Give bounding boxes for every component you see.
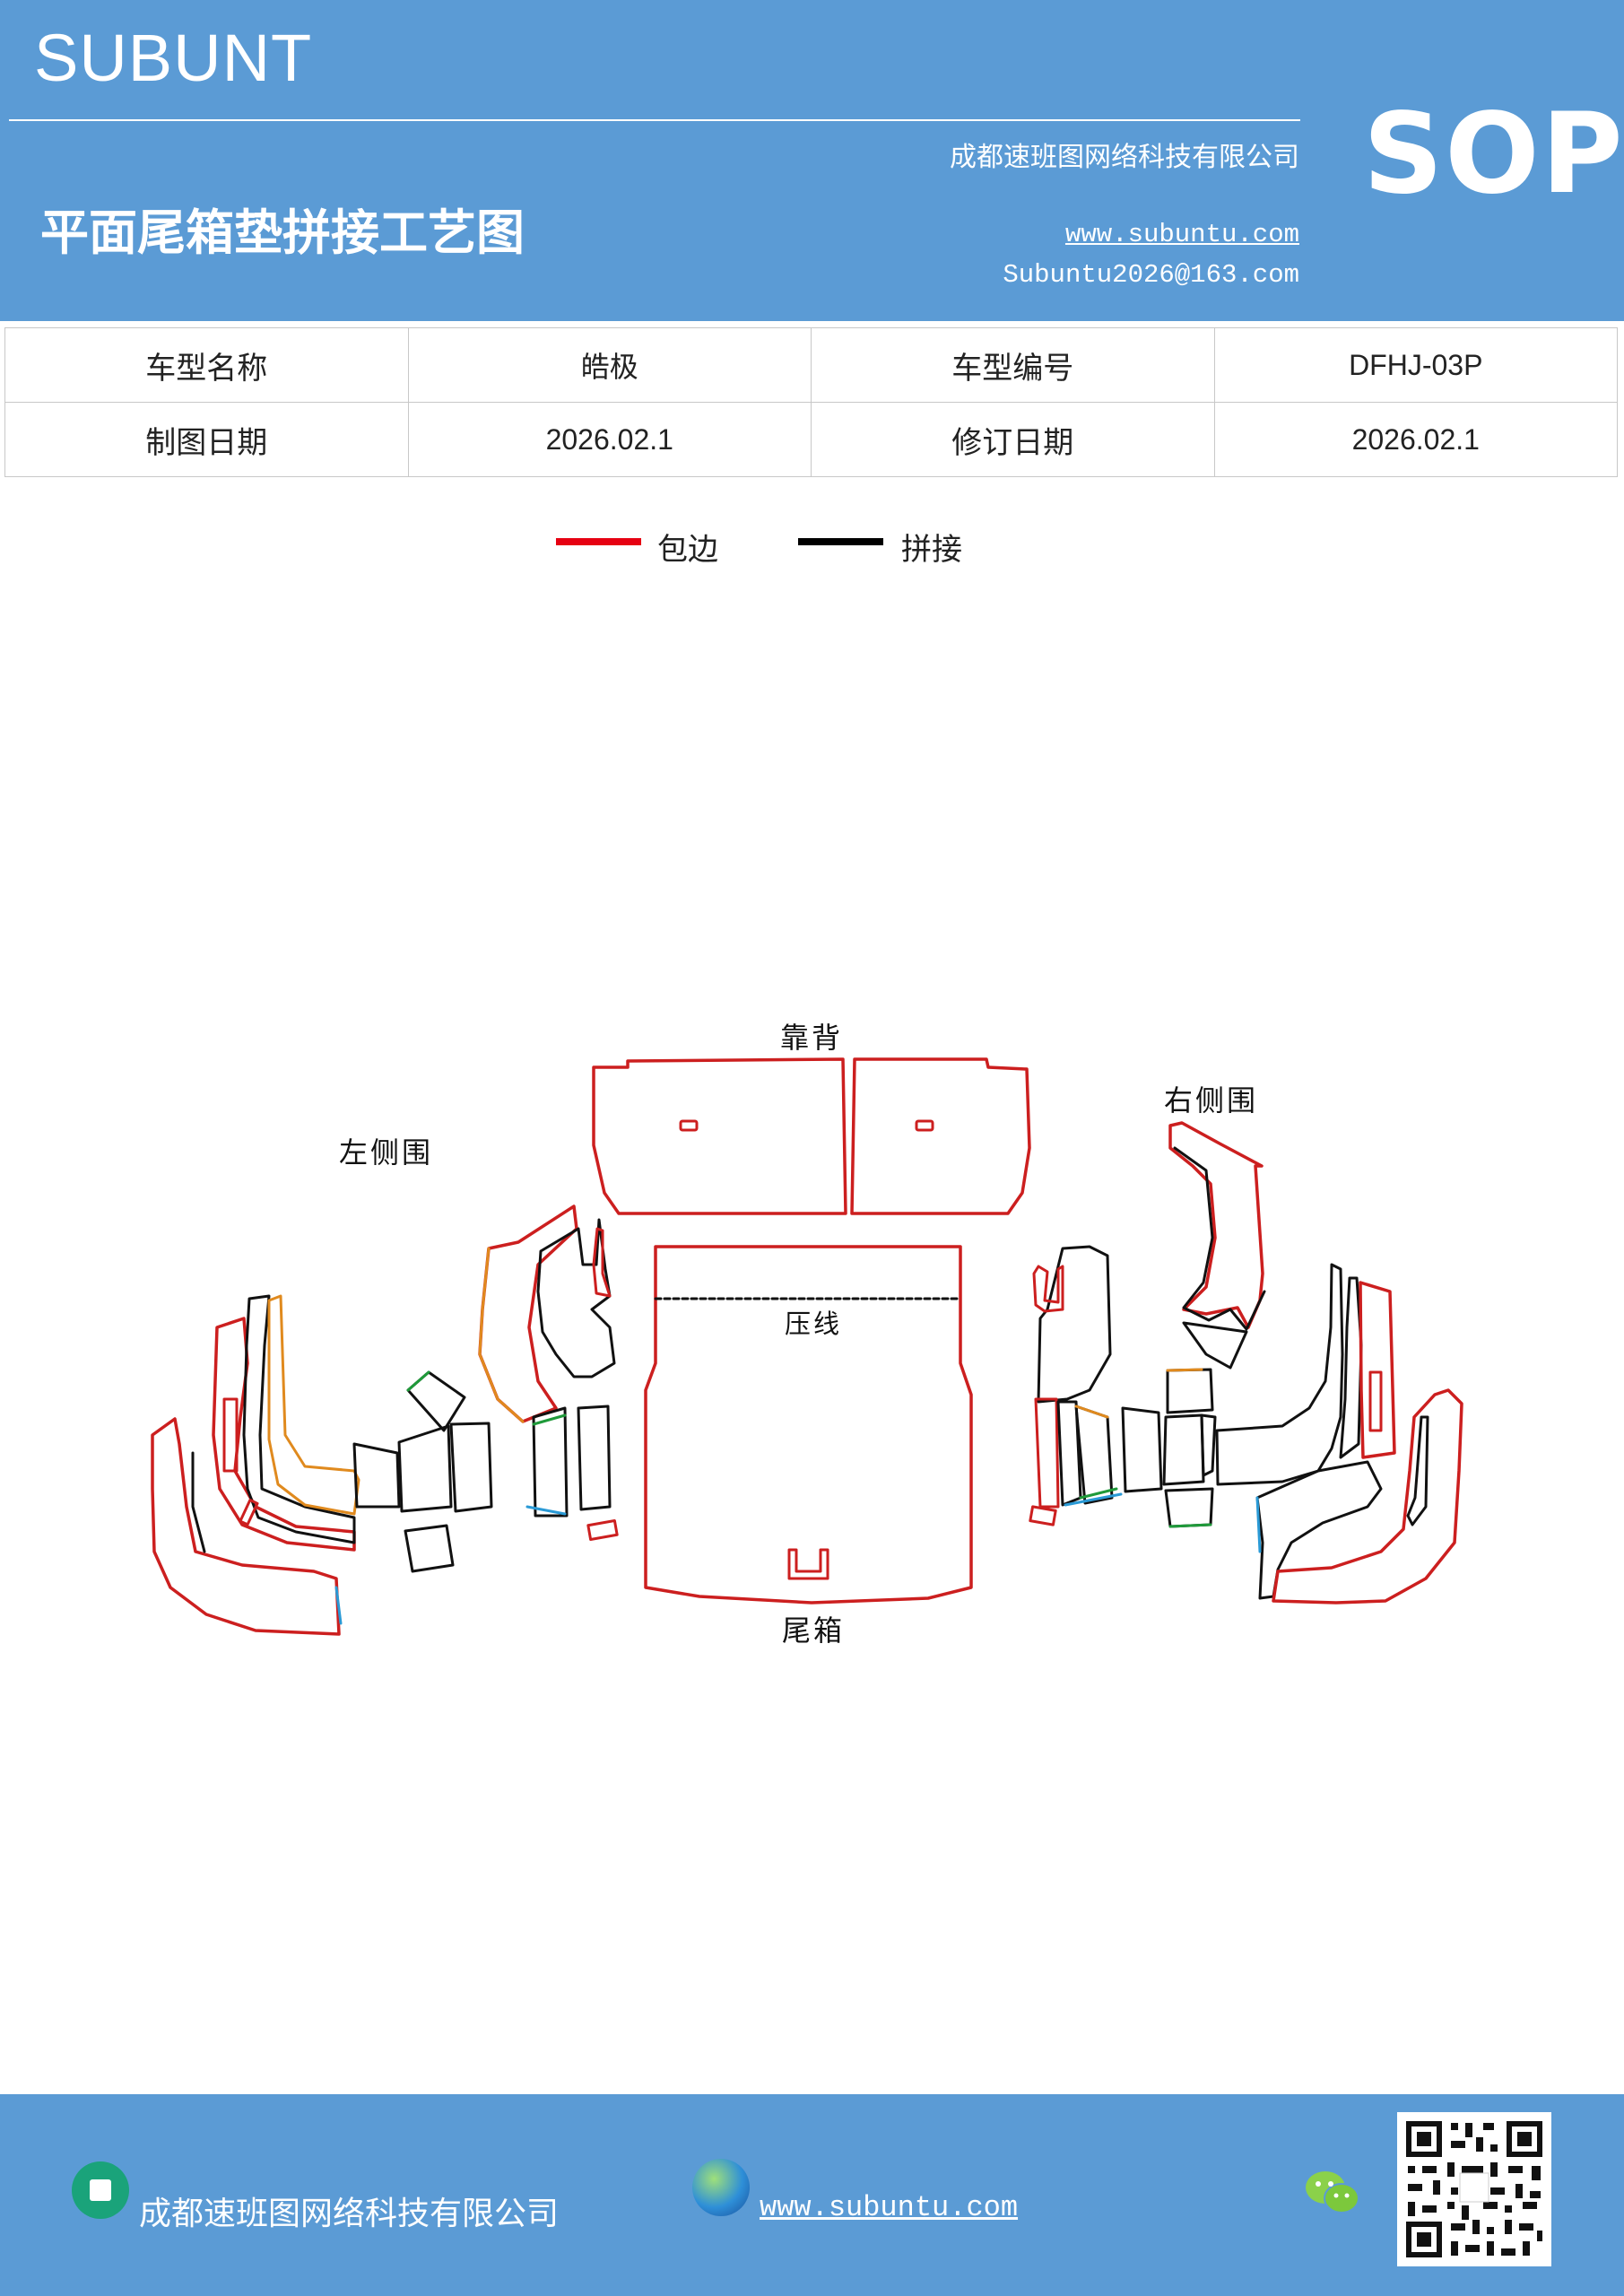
brand-name: SUBUNT (34, 21, 313, 95)
label-right-side: 右侧围 (1164, 1083, 1259, 1118)
left-inner-strip-2 (577, 1405, 612, 1511)
header-email: Subuntu2026@163.com (1003, 260, 1299, 290)
right-green-seam (1079, 1487, 1118, 1500)
footer-website-link[interactable]: www.subuntu.com (760, 2191, 1019, 2224)
table-row: 车型名称 皓极 车型编号 DFHJ-03P (4, 327, 1618, 403)
vehicle-info-table: 车型名称 皓极 车型编号 DFHJ-03P 制图日期 2026.02.1 修订日… (4, 327, 1618, 477)
value-model-name: 皓极 (407, 327, 812, 403)
label-trunk: 尾箱 (782, 1613, 846, 1648)
legend-edge-swatch (556, 538, 641, 545)
wechat-icon (1306, 2171, 1359, 2213)
left-tall-seam-panel (242, 1294, 356, 1544)
backrest-right-panel (850, 1057, 1031, 1215)
left-small-red-tab (586, 1519, 619, 1541)
trunk-mat-diagram: 靠背 左侧围 右侧围 压线 尾箱 (0, 969, 1624, 1672)
right-upper-seam-panel (1037, 1245, 1112, 1404)
left-small-slot (239, 1499, 259, 1526)
right-block-2 (1162, 1413, 1205, 1486)
right-orange-block (1166, 1368, 1214, 1414)
table-row: 制图日期 2026.02.1 修订日期 2026.02.1 (4, 402, 1618, 477)
left-outer-panel (151, 1417, 341, 1636)
qr-code-pattern (1406, 2121, 1542, 2257)
left-blue-edge (334, 1586, 343, 1625)
left-inner-block-1 (352, 1442, 401, 1509)
right-tall-red-slot (1368, 1370, 1383, 1432)
left-upper-seam-panel (536, 1218, 616, 1378)
right-block-3 (1200, 1413, 1217, 1477)
right-lower-block (1164, 1487, 1214, 1528)
qr-code (1397, 2112, 1551, 2266)
left-inner-strip-1 (532, 1406, 569, 1518)
pattern-drawing (151, 1057, 1463, 1636)
footer-banner: 成都速班图网络科技有限公司 www.subuntu.com (0, 2094, 1624, 2296)
trunk-floor-panel (644, 1245, 973, 1605)
left-green-edge (406, 1370, 430, 1392)
right-fan-block (1182, 1321, 1248, 1370)
right-blue-seam (1064, 1492, 1123, 1507)
left-blue-seam (525, 1505, 567, 1516)
left-green-block (406, 1370, 466, 1432)
left-upper-red-tab (592, 1227, 612, 1298)
right-block-1 (1121, 1406, 1163, 1493)
left-orange-panel (267, 1294, 360, 1516)
right-strip-red (1034, 1397, 1060, 1509)
header-banner: SUBUNT 成都速班图网络科技有限公司 平面尾箱垫拼接工艺图 www.subu… (0, 0, 1624, 321)
left-inner-block-3 (449, 1422, 493, 1513)
right-blue-edge (1255, 1496, 1262, 1553)
legend-seam-swatch (798, 538, 883, 545)
trunk-handle-cutout (787, 1548, 829, 1580)
label-backrest: 靠背 (780, 1021, 844, 1055)
right-orange-edge (1074, 1405, 1109, 1419)
right-outer-seam (1406, 1415, 1429, 1526)
label-model-name: 车型名称 (4, 327, 409, 403)
left-inner-block-2 (397, 1424, 453, 1513)
right-top-panel (1168, 1121, 1264, 1329)
right-inner-seam-panel (1215, 1263, 1344, 1486)
document-title: 平面尾箱垫拼接工艺图 (40, 204, 525, 261)
value-draw-date: 2026.02.1 (407, 402, 812, 477)
globe-icon (692, 2159, 750, 2216)
right-upper-red-tab (1032, 1265, 1064, 1313)
building-icon (72, 2161, 129, 2219)
header-divider (9, 119, 1300, 121)
backrest-right-slot (915, 1119, 934, 1132)
label-press-line: 压线 (785, 1309, 843, 1339)
legend-edge-label: 包边 (657, 532, 718, 568)
right-tall-seam (1339, 1276, 1363, 1459)
label-revise-date: 修订日期 (811, 402, 1215, 477)
right-top-seam (1173, 1146, 1266, 1331)
left-upper-orange-edge (478, 1247, 525, 1423)
legend: 包边 拼接 (0, 525, 1624, 578)
label-model-code: 车型编号 (811, 327, 1215, 403)
label-draw-date: 制图日期 (4, 402, 409, 477)
left-green-seam (532, 1413, 567, 1426)
right-small-red-tab (1029, 1505, 1057, 1526)
backrest-left-panel (592, 1057, 847, 1215)
header-company: 成都速班图网络科技有限公司 (950, 142, 1299, 173)
footer-company: 成都速班图网络科技有限公司 (139, 2196, 560, 2232)
right-lower-seam-panel (1255, 1460, 1383, 1600)
right-lower-green (1168, 1523, 1212, 1528)
legend-seam-label: 拼接 (901, 532, 962, 568)
sop-badge: SOP (1363, 90, 1624, 219)
value-revise-date: 2026.02.1 (1213, 402, 1618, 477)
left-lower-block (404, 1524, 455, 1573)
backrest-left-slot (679, 1119, 699, 1132)
right-tall-red (1359, 1281, 1396, 1459)
label-left-side: 左侧围 (339, 1135, 434, 1170)
value-model-code: DFHJ-03P (1213, 327, 1618, 403)
left-outer-seam (191, 1451, 206, 1553)
left-mid-strip (222, 1397, 239, 1473)
right-outer-red-panel (1272, 1388, 1463, 1605)
header-website-link[interactable]: www.subuntu.com (1064, 220, 1299, 249)
